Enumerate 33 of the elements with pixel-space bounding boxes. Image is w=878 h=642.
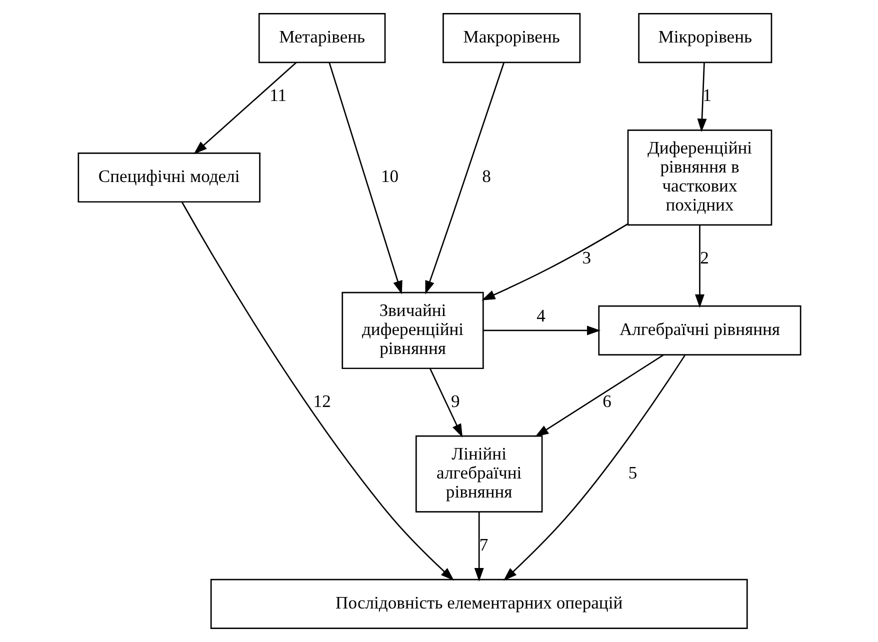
edge-label: 5 <box>628 462 637 483</box>
node-box: Послідовність елементарних операцій <box>210 578 748 629</box>
node-box: Алгебраїчні рівняння <box>598 305 801 356</box>
node-box: Макрорівень <box>442 13 580 64</box>
edge-label: 2 <box>700 247 708 268</box>
edge-label: 7 <box>478 534 488 554</box>
arrow <box>502 354 686 581</box>
edge-label: 12 <box>312 390 330 411</box>
node-box: Специфічні моделі <box>77 152 260 203</box>
edge-label: 4 <box>536 306 545 326</box>
node-box: Метарівень <box>258 13 386 64</box>
edge-label: 1 <box>702 84 712 105</box>
arrow <box>428 368 462 438</box>
node-box: Звичайні диференційні рівняння <box>341 292 484 370</box>
edge-label: 11 <box>269 84 286 105</box>
arrow <box>694 225 704 308</box>
edge-label: 8 <box>482 166 490 186</box>
arrow <box>424 62 504 294</box>
arrow <box>474 512 484 582</box>
arrow <box>180 202 454 581</box>
arrow <box>534 354 664 437</box>
node-box: Мікрорівень <box>638 13 772 64</box>
edge-label: 3 <box>582 247 591 268</box>
node-box: Диференційні рівняння в часткових похідних <box>626 129 772 226</box>
arrow <box>696 62 706 132</box>
edge-label: 9 <box>450 390 460 411</box>
edge-label: 10 <box>380 166 398 186</box>
arrow <box>328 62 402 294</box>
arrow <box>193 62 296 154</box>
edge-label: 6 <box>602 390 611 411</box>
arrow <box>481 223 628 300</box>
node-box: Лінійні алгебраїчні рівняння <box>414 435 542 513</box>
arrow <box>482 326 600 336</box>
